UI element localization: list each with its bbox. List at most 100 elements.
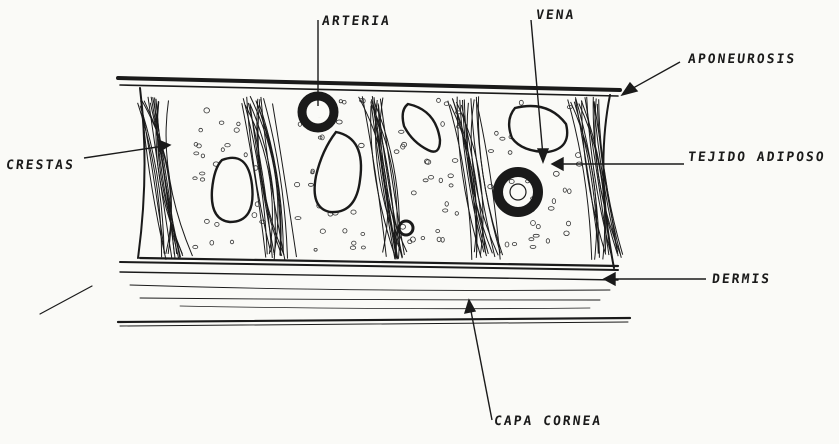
label-arteria: ARTERIA (321, 14, 391, 29)
fat-cell-dot (441, 237, 444, 242)
fat-cell-dot (530, 245, 536, 248)
fat-cell-dot (234, 128, 239, 132)
fat-cell-dot (361, 246, 365, 249)
fat-cell-dot (230, 240, 233, 244)
fat-cell-dot (500, 137, 505, 140)
fat-cell-dot (508, 151, 512, 155)
fat-cell-dot (421, 237, 425, 240)
fat-cell-dot (443, 209, 448, 212)
fat-cell-dot (428, 176, 433, 180)
fat-cell-dot (237, 122, 240, 126)
fat-cell-dot (343, 100, 347, 104)
arrowhead-aponeurosis (622, 83, 637, 95)
fat-cell-dot (512, 243, 516, 246)
fat-cell-dot (548, 207, 554, 211)
fat-cell-dot (563, 188, 566, 192)
fat-cell-dot (252, 213, 257, 218)
fat-cell-dot (448, 174, 453, 178)
fat-cell-dot (488, 150, 493, 153)
fat-cell-dot (546, 239, 549, 243)
fat-cell-dot (200, 178, 204, 181)
arrowhead-cornea (465, 300, 475, 313)
fat-cell-dot (308, 183, 313, 186)
fat-cell-dot (320, 229, 325, 233)
fat-cell-dot (553, 171, 559, 176)
fat-cell-dot (441, 122, 445, 127)
label-vena: VENA (535, 8, 576, 23)
aponeurosis-band (118, 78, 620, 90)
vessel-lumen-1 (212, 158, 253, 222)
fat-cell-dot (200, 172, 205, 175)
vessel-lumen-3 (403, 104, 440, 152)
fat-cell-dot (566, 221, 570, 226)
label-aponeurosis: APONEUROSIS (687, 52, 797, 67)
fat-cell-dot (295, 182, 300, 186)
fat-cell-dot (205, 219, 210, 223)
fat-cell-dot (519, 100, 523, 105)
small-vessel (399, 221, 413, 235)
fat-cell-dot (219, 121, 224, 124)
fat-cell-dot (410, 237, 415, 242)
label-crestas: CRESTAS (5, 158, 75, 173)
fat-cell-dot (531, 221, 536, 226)
capa-cornea-band (118, 318, 630, 322)
fat-cell-dot (352, 241, 356, 245)
fat-cell-dot (449, 184, 453, 187)
dermis-band (120, 262, 618, 270)
fat-cell-dot (295, 217, 301, 220)
fat-cell-dot (193, 177, 197, 180)
fat-cell-dot (536, 225, 540, 229)
fat-cell-dot (439, 178, 442, 183)
fat-cell-dot (215, 222, 219, 226)
fat-cell-dot (455, 212, 458, 216)
fat-cell-dot (495, 131, 499, 135)
fat-cell-dot (436, 230, 440, 233)
fat-cell-dot (394, 150, 399, 154)
fat-cell-dot (564, 231, 569, 236)
arrowhead-tejido (552, 158, 563, 170)
fat-cell-dot (361, 232, 365, 235)
fat-cell-dot (445, 202, 448, 207)
fat-cell-dot (350, 246, 355, 249)
fat-cell-dot (359, 143, 365, 147)
fat-cell-dot (314, 248, 317, 251)
fat-cell-dot (210, 241, 214, 246)
fat-cell-dot (423, 179, 428, 182)
fat-cell-dot (336, 120, 342, 124)
fat-cell-dot (244, 153, 247, 157)
fat-cell-dot (505, 242, 509, 247)
fat-cell-dot (452, 159, 458, 163)
fat-cell-dot (529, 238, 534, 241)
fat-cell-dot (351, 210, 356, 214)
fat-cell-dot (339, 100, 342, 103)
fat-cell-dot (533, 234, 539, 237)
fat-cell-dot (509, 179, 514, 183)
fat-cell-dot (568, 189, 572, 194)
fat-cell-dot (194, 152, 199, 155)
fat-cell-dot (411, 191, 416, 195)
fat-cell-dot (221, 148, 224, 152)
fat-cell-dot (437, 98, 441, 102)
fat-cell-dot (399, 130, 404, 133)
fat-cell-dot (199, 128, 203, 132)
fat-cell-dot (444, 102, 449, 106)
arrowhead-crestas (158, 140, 170, 151)
fat-cell-dot (225, 144, 230, 147)
fat-cell-dot (343, 229, 347, 233)
vein-vessel (498, 172, 538, 212)
arrowhead-vena (538, 149, 548, 162)
fat-cell-dot (576, 153, 581, 158)
label-capa-cornea: CAPA CORNEA (493, 414, 603, 429)
label-tejido-adiposo: TEJIDO ADIPOSO (687, 150, 826, 165)
fat-cell-dot (552, 199, 555, 204)
fat-cell-dot (201, 154, 204, 158)
fat-cell-dot (204, 108, 210, 113)
fat-cell-dot (437, 237, 441, 242)
vessel-lumen-2 (315, 132, 361, 212)
vessel-lumen-4 (509, 106, 567, 152)
fat-cell-dot (260, 220, 266, 223)
fat-cell-dot (193, 245, 198, 248)
label-dermis: DERMIS (711, 272, 772, 287)
arrowhead-dermis (604, 273, 615, 285)
